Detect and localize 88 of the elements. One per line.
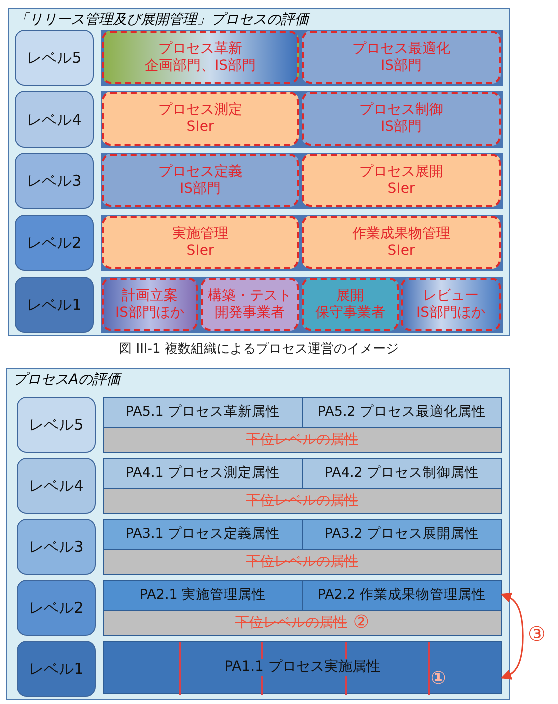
organization-label: 保守事業者 <box>316 304 386 322</box>
level-box <box>17 580 96 636</box>
attribute-label: PA4.1 プロセス測定属性 <box>126 465 280 482</box>
process-box <box>302 31 501 84</box>
process-label: プロセス展開 <box>360 164 444 180</box>
callout-number: ② <box>353 612 370 634</box>
process-box <box>102 278 198 331</box>
attribute-cell <box>302 458 502 489</box>
lower-level-band <box>103 427 502 453</box>
organization-label: SIer <box>186 242 214 260</box>
lower-level-band <box>103 610 502 636</box>
level-label: レベル1 <box>27 296 82 314</box>
process-box <box>302 216 501 269</box>
level-label: レベル4 <box>29 477 84 495</box>
process-label: レビュー <box>423 288 479 304</box>
organization-label: IS部門ほか <box>115 304 184 322</box>
level-box <box>15 30 94 86</box>
level-label: レベル5 <box>29 416 84 434</box>
attribute-label: PA4.2 プロセス制御属性 <box>324 465 480 482</box>
process-label: 展開 <box>336 288 364 304</box>
organization-label: SIer <box>388 242 416 260</box>
attribute-label: PA5.1 プロセス革新属性 <box>126 404 280 421</box>
process-label: プロセス定義 <box>158 164 242 180</box>
lower-level-band <box>103 549 502 575</box>
level-label: レベル4 <box>27 110 82 128</box>
attribute-cell <box>103 580 303 611</box>
level-label: レベル3 <box>27 172 82 190</box>
attribute-cell <box>302 519 502 550</box>
level-label: レベル5 <box>27 49 82 67</box>
process-label: 構築・テスト <box>208 288 292 304</box>
lower-level-band <box>103 488 502 514</box>
process-box <box>302 278 399 331</box>
organization-label: IS部門 <box>180 180 221 198</box>
level-box <box>15 91 94 148</box>
panel <box>6 368 510 700</box>
organization-label: SIer <box>388 180 416 198</box>
process-label: プロセス制御 <box>360 102 444 119</box>
attribute-cell <box>103 458 303 489</box>
attribute-label: PA3.1 プロセス定義属性 <box>126 526 280 543</box>
process-box <box>201 278 299 331</box>
attribute-bar <box>103 641 502 694</box>
attribute-cell <box>302 397 502 428</box>
process-box <box>102 92 299 146</box>
figure-caption: 図 III-1 複数組織によるプロセス運営のイメージ <box>118 341 400 358</box>
level-label: レベル1 <box>29 660 84 678</box>
level-box <box>17 519 96 575</box>
process-box <box>102 216 299 269</box>
attribute-label: PA5.2 プロセス最適化属性 <box>318 404 486 421</box>
organization-label: 開発事業者 <box>215 304 285 322</box>
struck-attribute-label: 下位レベルの属性 <box>235 614 348 632</box>
organization-label: IS部門 <box>380 119 422 136</box>
struck-attribute-label: 下位レベルの属性 <box>246 554 358 570</box>
attribute-cell <box>103 397 303 428</box>
level-label: レベル3 <box>29 538 84 556</box>
attribute-label: PA2.2 作業成果物管理属性 <box>318 587 486 604</box>
process-box <box>302 92 501 146</box>
process-box <box>102 31 299 84</box>
level-box <box>15 215 94 271</box>
process-box <box>401 278 501 331</box>
attribute-cell <box>103 519 303 550</box>
level-label: レベル2 <box>27 234 82 252</box>
organization-label: 企画部門、IS部門 <box>144 58 256 74</box>
level-label: レベル2 <box>29 599 84 617</box>
level-box <box>15 153 94 209</box>
organization-label: SIer <box>186 119 214 136</box>
process-label: プロセス最適化 <box>352 40 450 58</box>
attribute-cell <box>302 580 502 611</box>
organization-label: IS部門 <box>380 58 422 74</box>
process-label: プロセス革新 <box>158 40 242 58</box>
panel <box>8 8 510 336</box>
attribute-label: PA2.1 実施管理属性 <box>140 587 266 604</box>
process-label: 作業成果物管理 <box>352 226 450 242</box>
panel-title: 「リリース管理及び展開管理」プロセスの評価 <box>15 12 309 29</box>
process-box <box>102 154 299 207</box>
level-box <box>17 397 96 453</box>
panel-title: プロセスAの評価 <box>13 372 121 389</box>
attribute-label: PA3.2 プロセス展開属性 <box>324 526 480 543</box>
process-label: プロセス測定 <box>158 102 242 119</box>
level-box <box>15 277 94 333</box>
struck-attribute-label: 下位レベルの属性 <box>246 432 358 448</box>
process-label: 実施管理 <box>172 226 228 242</box>
struck-attribute-label: 下位レベルの属性 <box>246 492 358 510</box>
process-label: 計画立案 <box>122 288 178 304</box>
callout-number: ① <box>431 668 446 690</box>
organization-label: IS部門ほか <box>416 304 486 322</box>
level-box <box>17 458 96 514</box>
process-box <box>302 154 501 207</box>
level-box <box>17 641 96 697</box>
